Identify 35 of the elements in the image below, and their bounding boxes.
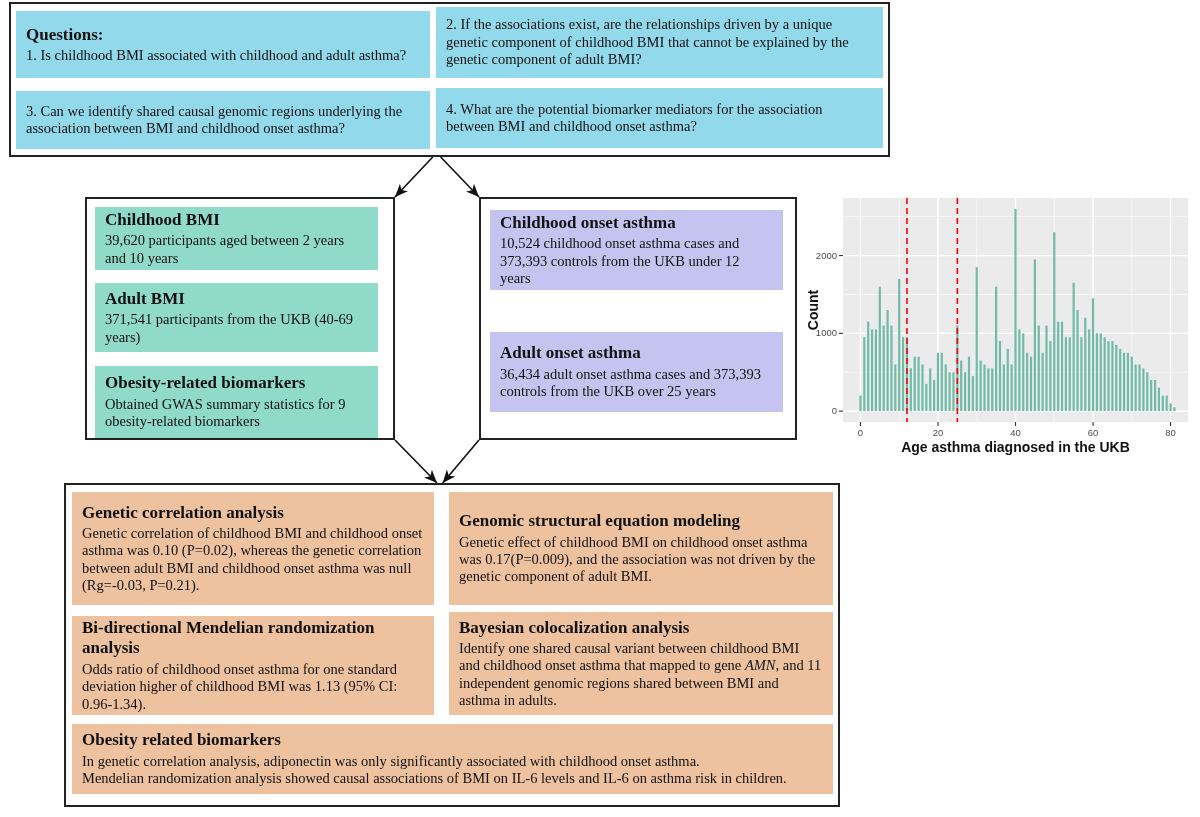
card-text: 10,524 childhood onset asthma cases and 373,393 controls from the UKB under 12 years xyxy=(500,235,741,288)
card-text: 3. Can we identify shared causal genomic regions underlying the association between BMI and childhood onset asthma? xyxy=(26,102,404,138)
tick-label: 60 xyxy=(1087,427,1099,439)
card-heading: Bayesian colocalization analysis xyxy=(459,617,690,638)
card-heading: Childhood BMI xyxy=(105,209,220,231)
card-text: 4. What are the potential biomarker mediators for the association between BMI and childhood onset asthma? xyxy=(446,100,824,136)
card-heading: Bi-directional Mendelian randomization analysis xyxy=(82,618,376,659)
card-text: 1. Is childhood BMI associated with childhood and adult asthma? xyxy=(26,47,407,65)
card-text: Odds ratio of childhood onset asthma for one standard deviation higher of childhood BMI was 1.13 (95% CI: 0.96-1.34). xyxy=(82,660,399,713)
card-text: 36,434 adult onset asthma cases and 373,393 controls from the UKB over 25 years xyxy=(500,365,762,401)
card-text: In genetic correlation analysis, adiponectin was only significantly associated with childhood onset asthma. xyxy=(82,752,700,771)
tick-label: 0 xyxy=(831,405,837,418)
card-text: Mendelian randomization analysis showed causal associations of BMI on IL-6 levels and IL-6 on asthma risk in children. xyxy=(82,770,787,788)
card-text: 39,620 participants aged between 2 years and 10 years xyxy=(105,232,346,268)
card-heading: Obesity related biomarkers xyxy=(82,730,281,751)
card-heading: Genetic correlation analysis xyxy=(82,502,284,523)
tick-label: 20 xyxy=(932,427,944,439)
card-heading: Genomic structural equation modeling xyxy=(459,511,740,532)
tick-label: 40 xyxy=(1010,427,1021,439)
card-text: Genetic correlation of childhood BMI and childhood onset asthma was 0.10 (P=0.02), whereas the genetic correlation between adult BMI and childhood onset asthma was null (Rg=-0.03, P=0.21). xyxy=(82,524,424,595)
card-heading: Adult BMI xyxy=(105,288,185,310)
card-text: Identify one shared causal variant between childhood BMI and childhood onset asthma that mapped to gene AMN, and 11 independent genomic regions shared between BMI and asthma in adults. xyxy=(459,639,823,710)
card-text: 371,541 participants from the UKB (40-69 years) xyxy=(105,311,355,347)
card-text: Obtained GWAS summary statistics for 9 obesity-related biomarkers xyxy=(105,395,347,431)
card-heading: Childhood onset asthma xyxy=(500,212,676,234)
card-heading: Obesity-related biomarkers xyxy=(105,373,306,394)
tick-label: 0 xyxy=(857,427,864,439)
tick-label: 2000 xyxy=(815,249,837,262)
card-text: Genetic effect of childhood BMI on childhood onset asthma was 0.17(P=0.009), and the association was not driven by the genetic component of adult BMI. xyxy=(459,533,817,586)
axis-title: Age asthma diagnosed in the UKB xyxy=(901,439,1130,455)
tick-label: 80 xyxy=(1165,427,1176,439)
card-text: 2. If the associations exist, are the relationships driven by a unique genetic component of childhood BMI that cannot be explained by the genetic component of adult BMI? xyxy=(446,16,850,69)
axis-title: Count xyxy=(805,289,821,331)
card-heading: Questions: xyxy=(26,24,104,45)
card-heading: Adult onset asthma xyxy=(500,343,641,364)
